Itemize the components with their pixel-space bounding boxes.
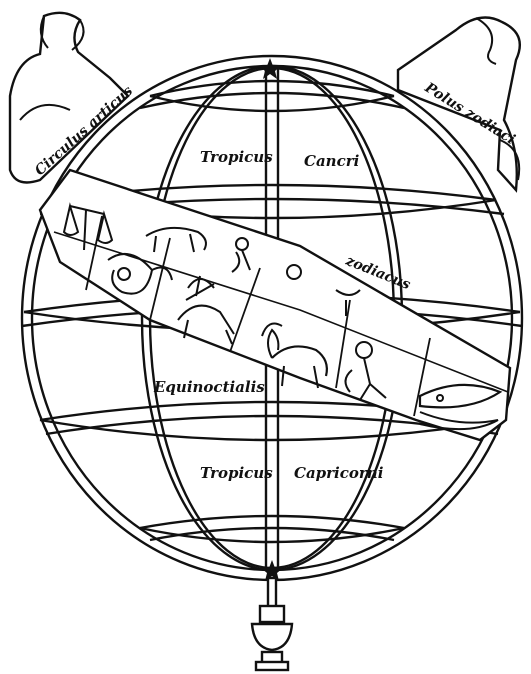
equinoctial-label: Equinoctialis: [153, 378, 265, 396]
tropic-capricorn-label-left: Tropicus: [200, 464, 273, 482]
banner-left: Circulus articus: [10, 13, 136, 183]
stand: [252, 578, 292, 670]
zodiac-band: [40, 170, 510, 440]
tropic-cancer-label-left: Tropicus: [200, 148, 273, 166]
tropic-cancer-label-right: Cancri: [304, 152, 360, 170]
tropic-capricorn-label-right: Capricorni: [294, 464, 384, 482]
